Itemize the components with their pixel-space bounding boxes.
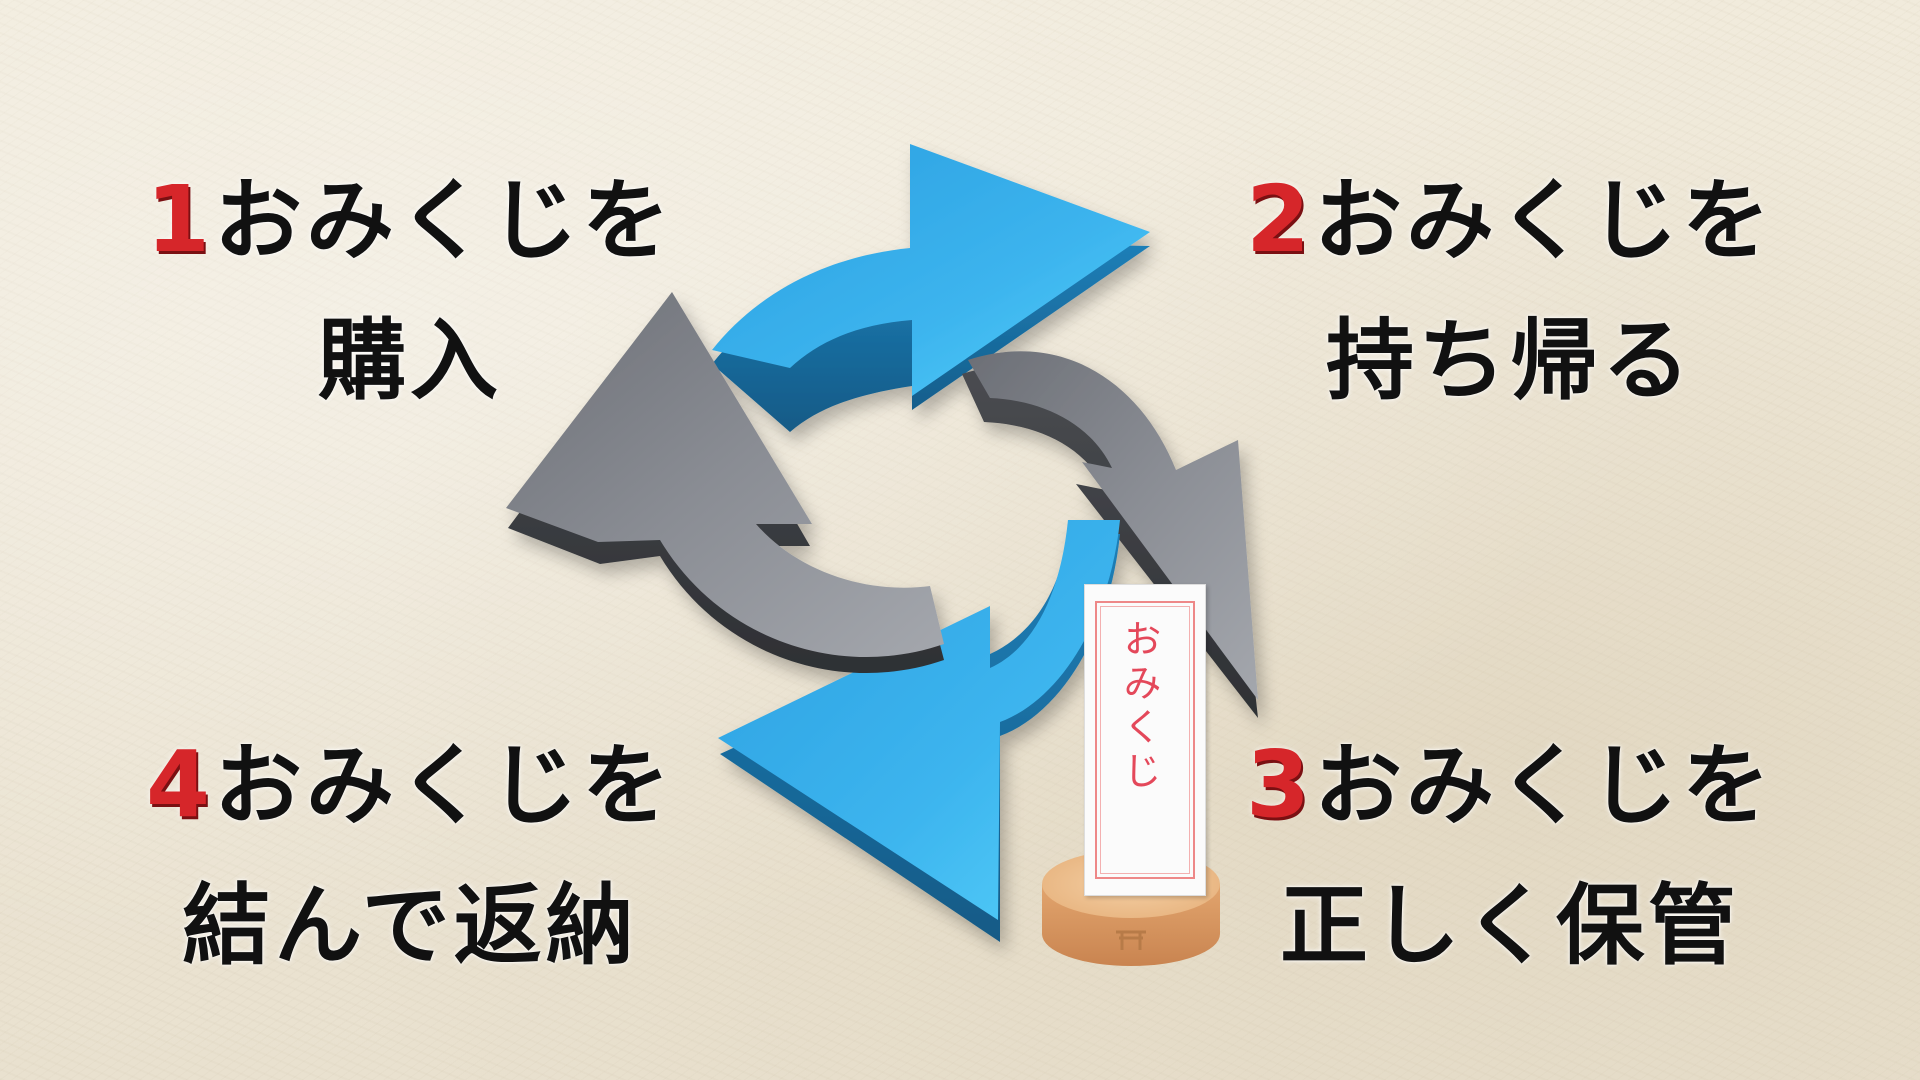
slip-text: おみくじ: [1117, 619, 1161, 795]
step-line2: 結んで返納: [182, 873, 638, 977]
blue-arrow-bottom: [718, 520, 1120, 920]
omikuji-slip: おみくじ: [1084, 584, 1206, 896]
torii-icon: [1116, 930, 1146, 950]
step-2-take-home: 2おみくじを 持ち帰る: [1220, 150, 1800, 430]
step-line1: おみくじを: [1314, 168, 1775, 272]
step-1-purchase: 1おみくじを 購入: [130, 150, 690, 430]
slip-border: [1095, 601, 1195, 879]
step-line2: 正しく保管: [1279, 873, 1740, 977]
step-number: 4: [145, 731, 214, 838]
gray-arrow-right: [968, 351, 1258, 700]
blue-arrow-top: [712, 144, 1150, 396]
gray-arrow-left: [506, 292, 944, 658]
step-line1: おみくじを: [214, 168, 675, 272]
step-line1: おみくじを: [1314, 733, 1775, 837]
omikuji-stand-illustration: おみくじ: [1036, 584, 1226, 974]
step-number: 3: [1245, 731, 1314, 838]
step-line2: 持ち帰る: [1325, 308, 1694, 412]
step-4-tie-and-return: 4おみくじを 結んで返納: [130, 715, 690, 995]
step-line1: おみくじを: [214, 733, 675, 837]
step-number: 1: [145, 166, 214, 273]
step-3-store-properly: 3おみくじを 正しく保管: [1220, 715, 1800, 995]
step-line2: 購入: [317, 308, 502, 412]
step-number: 2: [1245, 166, 1314, 273]
